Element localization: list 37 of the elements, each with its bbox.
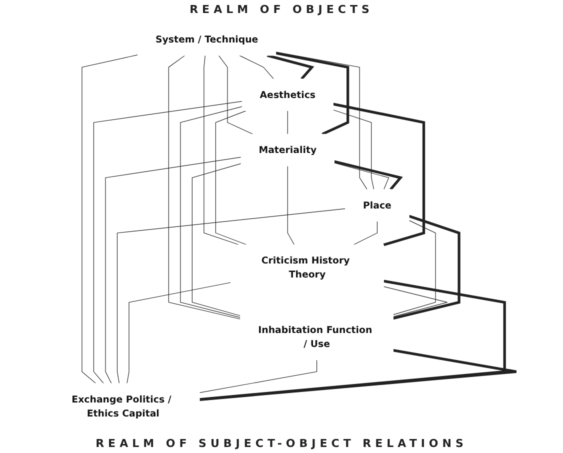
realm-label: REALM OF SUBJECT-OBJECT RELATIONS xyxy=(96,436,468,452)
connector xyxy=(204,55,240,246)
connector xyxy=(218,55,254,134)
connector xyxy=(239,55,274,80)
node-text: Aesthetics xyxy=(260,88,316,100)
connector xyxy=(334,162,390,190)
connector xyxy=(168,55,241,320)
connector xyxy=(126,282,232,384)
node-text: System / Technique xyxy=(155,34,258,45)
connector xyxy=(266,54,314,80)
connector xyxy=(392,214,460,320)
connector xyxy=(275,52,368,190)
connector xyxy=(93,101,242,384)
connector xyxy=(199,348,518,401)
node-text: Inhabitation Function / Use xyxy=(258,324,372,350)
connector xyxy=(192,163,242,316)
connector xyxy=(180,106,242,318)
connector xyxy=(199,280,506,401)
connector xyxy=(353,220,378,246)
connector xyxy=(276,52,350,136)
node-text: Exchange Politics / Ethics Capital xyxy=(72,393,172,419)
node-text: Materiality xyxy=(258,144,317,156)
connector xyxy=(332,102,426,246)
connector xyxy=(105,156,242,384)
connector xyxy=(116,208,346,384)
connector xyxy=(287,110,288,134)
node-text: Place xyxy=(362,199,392,211)
realm-label: REALM OF OBJECTS xyxy=(190,2,374,18)
connector xyxy=(334,160,403,190)
connector xyxy=(287,166,295,246)
connector xyxy=(383,286,448,317)
connector xyxy=(392,220,436,315)
connector xyxy=(332,110,374,190)
node-text: Criticism History Theory xyxy=(261,254,350,280)
connector xyxy=(215,110,247,246)
connector xyxy=(199,360,318,393)
connector xyxy=(82,54,138,384)
